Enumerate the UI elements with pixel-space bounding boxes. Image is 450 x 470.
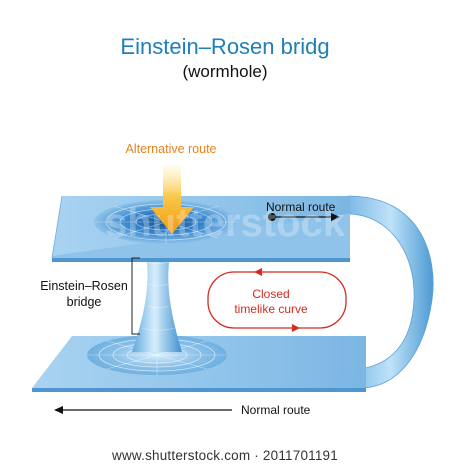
normal-route-bottom-label: Normal route bbox=[241, 403, 311, 417]
normal-route-top-label: Normal route bbox=[266, 200, 336, 214]
watermark: shutterstock bbox=[105, 201, 346, 245]
top-sheet-edge bbox=[52, 258, 350, 262]
wormhole-throat bbox=[132, 238, 182, 352]
bridge-bracket bbox=[131, 257, 140, 335]
closed-label-line2: timelike curve bbox=[234, 302, 308, 316]
bridge-label-line2: bridge bbox=[66, 295, 102, 309]
bottom-sheet-edge bbox=[32, 388, 366, 392]
diagram-subtitle: (wormhole) bbox=[182, 62, 268, 81]
normal-route-top-arrow bbox=[268, 213, 340, 221]
footer-text: www.shutterstock.com · 2011701191 bbox=[112, 448, 338, 463]
alternative-route-label: Alternative route bbox=[125, 142, 217, 156]
normal-route-bottom-arrow bbox=[54, 406, 232, 414]
einstein-rosen-bridge-label: Einstein–Rosen bridge bbox=[38, 278, 130, 310]
closed-timelike-curve-label: Closed timelike curve bbox=[216, 287, 326, 317]
closed-label-line1: Closed bbox=[252, 287, 290, 301]
diagram-title: Einstein–Rosen bridg bbox=[120, 34, 330, 59]
footer-bar: www.shutterstock.com · 2011701191 bbox=[0, 441, 450, 470]
bridge-label-line1: Einstein–Rosen bbox=[40, 279, 128, 293]
alternative-route-arrow bbox=[150, 165, 194, 234]
closed-timelike-curve bbox=[207, 268, 347, 332]
